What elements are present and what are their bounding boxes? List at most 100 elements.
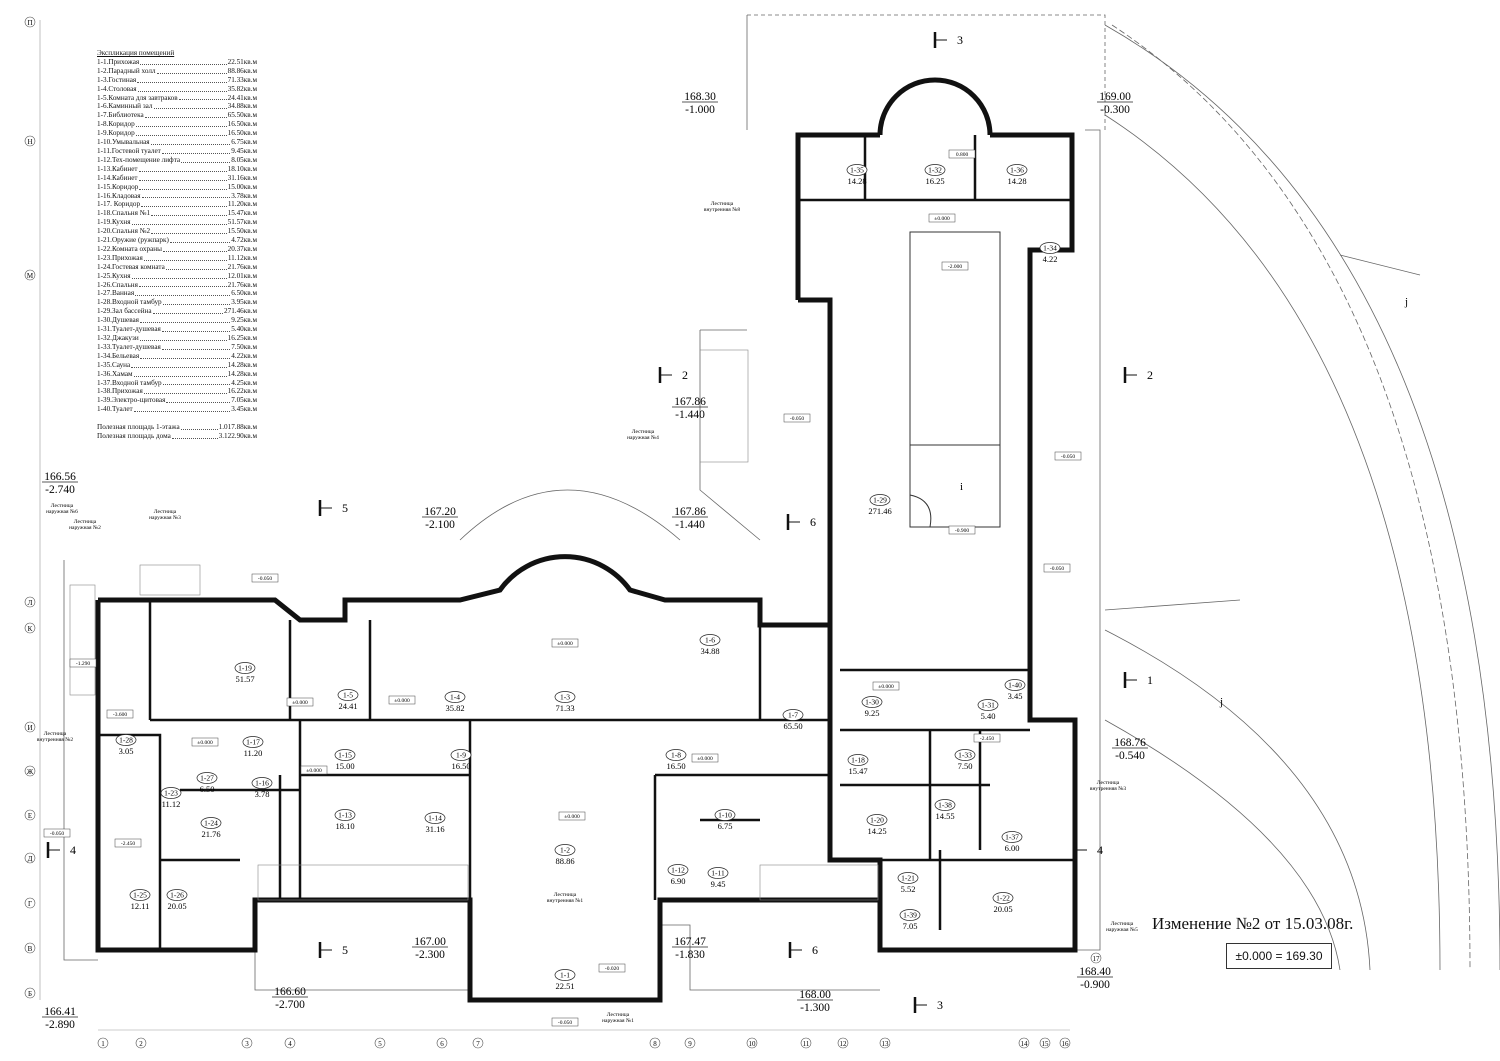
room-tag-outline [847, 754, 869, 766]
section-label: 4 [1097, 843, 1103, 857]
room-area: 15.47 [848, 766, 867, 776]
grid-axes [39, 20, 1070, 1031]
grid-row-label: Н [27, 138, 32, 146]
room-area: 11.20кв.м [227, 200, 257, 209]
room-area: 15.47кв.м [227, 209, 257, 218]
section-label: 3 [957, 33, 963, 47]
stair-label-line1: Лестница [607, 1012, 630, 1018]
room-area: 16.50 [451, 761, 470, 771]
room-name: 1-8.Коридор [97, 120, 135, 129]
room-number: 1-7 [788, 711, 798, 720]
grid-col-label: 1 [101, 1040, 105, 1048]
room-name: 1-15.Коридор [97, 182, 139, 191]
elevation-relative: -0.540 [1115, 750, 1145, 762]
room-area: 6.75 [718, 821, 733, 831]
room-area: 16.25 [925, 176, 944, 186]
grid-row-bubble [24, 942, 36, 954]
room-number: 1-32 [928, 166, 942, 175]
room-number: 1-4 [450, 693, 460, 702]
grid-col-bubble [1090, 952, 1102, 964]
room-name: 1-26.Спальня [97, 280, 138, 289]
room-area: 14.55 [935, 811, 954, 821]
room-tag-outline [1001, 831, 1023, 843]
room-tag-outline [242, 736, 264, 748]
grid-col-label: 13 [882, 1040, 890, 1048]
level-mark: -0.050 [258, 576, 272, 582]
room-area: 16.50кв.м [227, 129, 257, 138]
grid-row-bubble [24, 809, 36, 821]
room-tag-outline [424, 812, 446, 824]
stair-label-line1: Лестница [554, 892, 577, 898]
grid-row-bubble [24, 987, 36, 999]
room-tag-outline [334, 809, 356, 821]
room-name: 1-3.Гостиная [97, 75, 137, 84]
grid-row-label: Л [28, 599, 33, 607]
room-area: 14.28кв.м [227, 369, 257, 378]
grid-col-bubble [241, 1037, 253, 1049]
room-area: 11.12кв.м [227, 253, 257, 262]
room-name: 1-19.Кухня [97, 218, 131, 227]
level-mark-box [973, 733, 1001, 743]
room-area: 271.46кв.м [224, 307, 257, 316]
elevation-absolute: 166.60 [274, 986, 306, 998]
room-area: 12.01кв.м [227, 271, 257, 280]
room-number: 1-9 [456, 751, 466, 760]
elevation-absolute: 166.41 [44, 1006, 76, 1018]
room-name: 1-24.Гостевая комната [97, 262, 165, 271]
elevation-relative: -1.440 [675, 409, 705, 421]
room-number: 1-29 [873, 496, 887, 505]
level-mark-box [69, 658, 97, 668]
level-mark-box [872, 681, 900, 691]
room-tag-outline [667, 864, 689, 876]
level-mark: ±0.000 [564, 814, 580, 820]
grid-col-bubble [472, 1037, 484, 1049]
elevation-absolute: 167.00 [414, 936, 446, 948]
room-number: 1-14 [428, 814, 442, 823]
elevation-absolute: 168.76 [1114, 737, 1146, 749]
level-mark: -0.050 [790, 416, 804, 422]
grid-col-label: 16 [1062, 1040, 1070, 1048]
elevation-absolute: 168.30 [684, 91, 716, 103]
grid-col-label: 2 [139, 1040, 143, 1048]
room-name: 1-37.Входной тамбур [97, 378, 162, 387]
room-number: 1-11 [711, 869, 725, 878]
room-area: 34.88 [700, 646, 719, 656]
stair-label-line2: наружная №3 [149, 515, 181, 521]
room-tag-outline [1006, 164, 1028, 176]
room-area: 14.28кв.м [227, 360, 257, 369]
grid-col-label: 3 [245, 1040, 249, 1048]
room-area: 1.017.88кв.м [218, 423, 257, 432]
room-name: 1-30.Душевая [97, 316, 139, 325]
level-mark: ±0.000 [394, 698, 410, 704]
walls [95, 77, 1078, 1003]
room-area: 20.05 [167, 901, 186, 911]
room-tag-outline [714, 809, 736, 821]
room-area: 15.50кв.м [227, 227, 257, 236]
stair-label-line2: наружная №4 [627, 435, 659, 441]
room-name: 1-29.Зал бассейна [97, 307, 152, 316]
room-name: 1-6.Каминный зал [97, 102, 153, 111]
level-mark-box [691, 753, 719, 763]
room-number: 1-15 [338, 751, 352, 760]
grid-col-bubble [374, 1037, 386, 1049]
grid-row-label: К [28, 625, 33, 633]
grid-col-bubble [97, 1037, 109, 1049]
room-area: 7.50 [958, 761, 973, 771]
room-number: 1-3 [560, 693, 570, 702]
grid-row-bubble [24, 721, 36, 733]
level-mark: -3.600 [113, 712, 127, 718]
level-mark: -0.050 [1050, 566, 1064, 572]
room-area: 71.33 [555, 703, 574, 713]
room-area: 4.22 [1043, 254, 1058, 264]
room-tag-outline [196, 772, 218, 784]
